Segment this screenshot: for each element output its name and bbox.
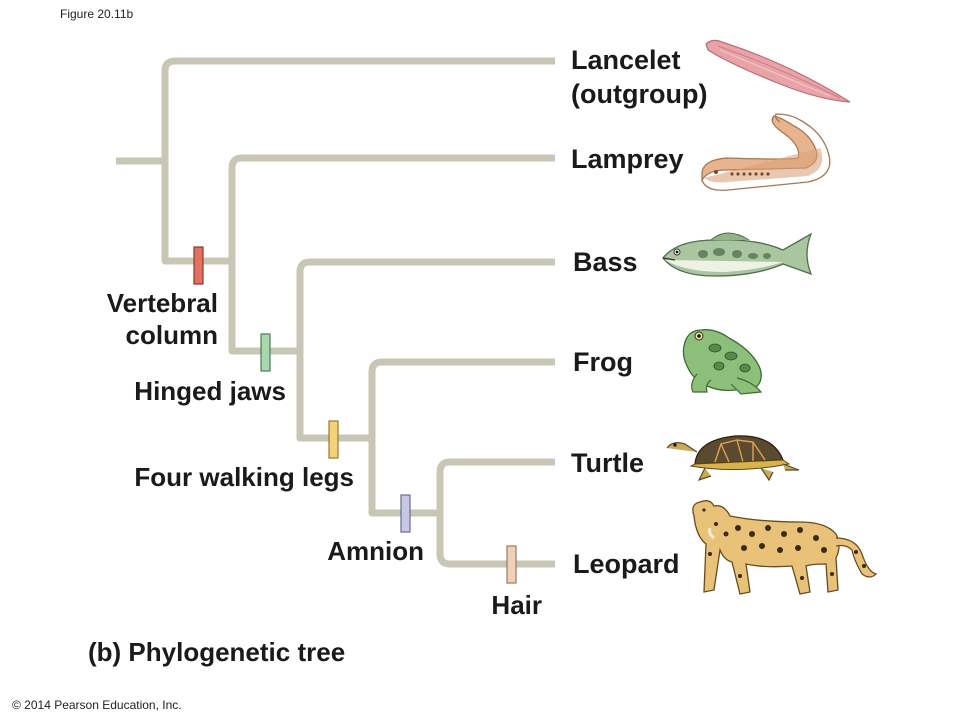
lancelet-icon: [705, 39, 851, 103]
figure-caption: (b) Phylogenetic tree: [88, 637, 346, 667]
trait-marker-amnion: [400, 494, 411, 533]
trait-marker-hair: [506, 545, 517, 584]
figure-label: Figure 20.11b: [60, 7, 134, 21]
taxon-label-lancelet: Lancelet (outgroup): [571, 45, 708, 109]
taxon-label-lamprey: Lamprey: [571, 144, 684, 174]
trait-label-four-walking-legs: Four walking legs: [134, 462, 354, 492]
trait-label-hinged-jaws: Hinged jaws: [134, 376, 286, 406]
taxon-label-leopard: Leopard: [573, 549, 680, 579]
frog-icon: [682, 329, 763, 395]
lamprey-icon: [701, 113, 831, 191]
trait-label-hair: Hair: [491, 590, 542, 620]
trait-marker-hinged-jaws: [260, 333, 271, 372]
taxon-label-frog: Frog: [573, 347, 633, 377]
copyright-notice: © 2014 Pearson Education, Inc.: [12, 698, 182, 712]
branch-bass: [296, 258, 555, 442]
branch-lamprey: [228, 154, 555, 355]
leopard-icon: [692, 500, 878, 595]
trait-label-amnion: Amnion: [327, 536, 424, 566]
trait-marker-vertebral-column: [193, 246, 204, 285]
turtle-icon: [666, 435, 800, 482]
bass-fish-icon: [662, 232, 813, 277]
taxon-label-turtle: Turtle: [571, 448, 644, 478]
taxon-label-bass: Bass: [573, 247, 638, 277]
branch-frog: [368, 358, 555, 517]
trait-marker-four-walking-legs: [328, 420, 339, 459]
trait-label-vertebral-column: Vertebral column: [106, 288, 218, 350]
branch-turtle: [436, 458, 555, 568]
branch-lancelet: [161, 57, 555, 265]
